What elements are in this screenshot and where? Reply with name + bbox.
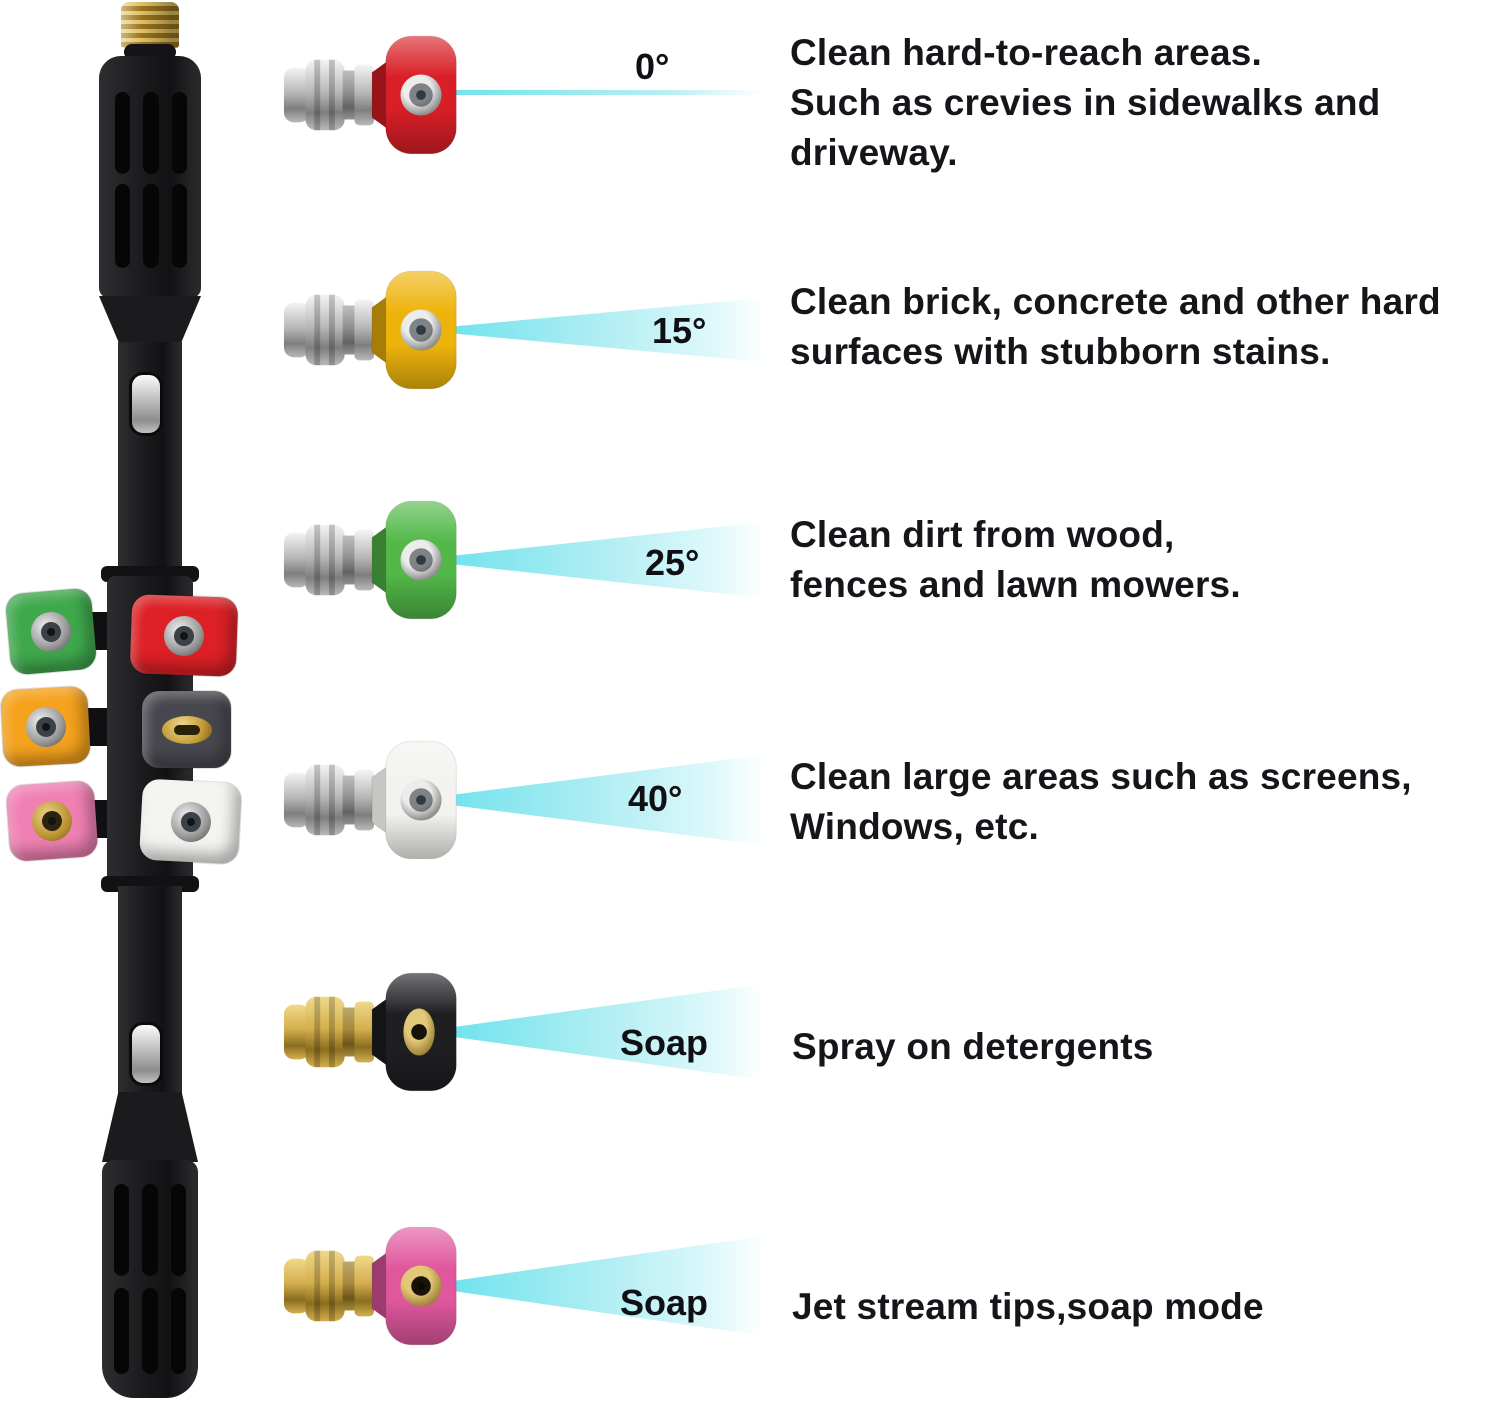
nozzle-cap xyxy=(371,500,457,620)
nozzle-cap xyxy=(371,270,457,390)
spray-angle-label: 40° xyxy=(628,778,683,819)
description-line: Clean brick, concrete and other hard xyxy=(790,281,1441,322)
pink-soap-nozzle-tip-photo xyxy=(283,1226,457,1346)
grip-taper xyxy=(102,1092,198,1162)
description-line: Clean dirt from wood, xyxy=(790,514,1175,555)
grip-taper xyxy=(99,296,201,344)
quick-connect-fitting xyxy=(283,524,375,596)
spray-cone xyxy=(446,984,764,1080)
nozzle-description: Clean brick, concrete and other hard sur… xyxy=(790,277,1441,377)
nozzle-description: Clean hard-to-reach areas. Such as crevi… xyxy=(790,28,1380,178)
description-line: Jet stream tips,soap mode xyxy=(792,1286,1264,1327)
black-soap-nozzle-tip-photo xyxy=(283,972,457,1092)
grip-vent-slots xyxy=(114,1288,186,1374)
spray-angle-label: 0° xyxy=(635,46,670,87)
spray-cone xyxy=(440,755,764,845)
mounted-red-tip xyxy=(129,594,239,677)
description-line: Clean large areas such as screens, xyxy=(790,756,1412,797)
description-line: Clean hard-to-reach areas. xyxy=(790,32,1262,73)
spray-angle-label: Soap xyxy=(620,1282,709,1323)
spray-cone xyxy=(446,1236,764,1336)
steel-window xyxy=(129,1022,163,1086)
spray-cone xyxy=(442,298,764,362)
mounted-white-tip xyxy=(138,778,243,865)
description-line: Such as crevies in sidewalks and xyxy=(790,82,1381,123)
description-line: Spray on detergents xyxy=(792,1026,1154,1067)
nozzle-description: Jet stream tips,soap mode xyxy=(792,1282,1264,1332)
nozzle-cap xyxy=(371,740,457,860)
steel-window xyxy=(129,372,163,436)
green-nozzle-tip-photo xyxy=(283,500,457,620)
quick-connect-fitting xyxy=(283,59,375,131)
spray-angle-label: 15° xyxy=(652,310,707,351)
spray-jet-line xyxy=(438,90,764,95)
description-line: driveway. xyxy=(790,132,958,173)
spray-angle-label: 25° xyxy=(645,542,700,583)
empty-holder-slot xyxy=(142,691,231,768)
nozzle-cap xyxy=(371,35,457,155)
red-nozzle-tip-photo xyxy=(283,35,457,155)
yellow-nozzle-tip-photo xyxy=(283,270,457,390)
mounted-pink-tip xyxy=(5,780,99,862)
description-line: Windows, etc. xyxy=(790,806,1039,847)
nozzle-description: Clean large areas such as screens, Windo… xyxy=(790,752,1412,852)
grip-vent-slots xyxy=(114,1184,186,1276)
threaded-brass-connector xyxy=(121,2,179,48)
upper-grip xyxy=(99,56,201,298)
nozzle-description: Clean dirt from wood, fences and lawn mo… xyxy=(790,510,1241,610)
quick-connect-fitting xyxy=(283,764,375,836)
white-nozzle-tip-photo xyxy=(283,740,457,860)
nozzle-cap xyxy=(371,972,457,1092)
mounted-orange-tip xyxy=(0,685,91,768)
quick-connect-fitting xyxy=(283,996,375,1068)
nozzle-cap xyxy=(371,1226,457,1346)
nozzle-description: Spray on detergents xyxy=(792,1022,1154,1072)
grip-vent-slots xyxy=(115,184,187,268)
quick-connect-fitting xyxy=(283,1250,375,1322)
description-line: fences and lawn mowers. xyxy=(790,564,1241,605)
lower-grip xyxy=(102,1160,198,1398)
grip-vent-slots xyxy=(115,92,187,174)
spray-cone xyxy=(442,522,764,598)
mounted-green-tip xyxy=(4,587,98,676)
spray-angle-label: Soap xyxy=(620,1022,709,1063)
quick-connect-fitting xyxy=(283,294,375,366)
description-line: surfaces with stubborn stains. xyxy=(790,331,1331,372)
